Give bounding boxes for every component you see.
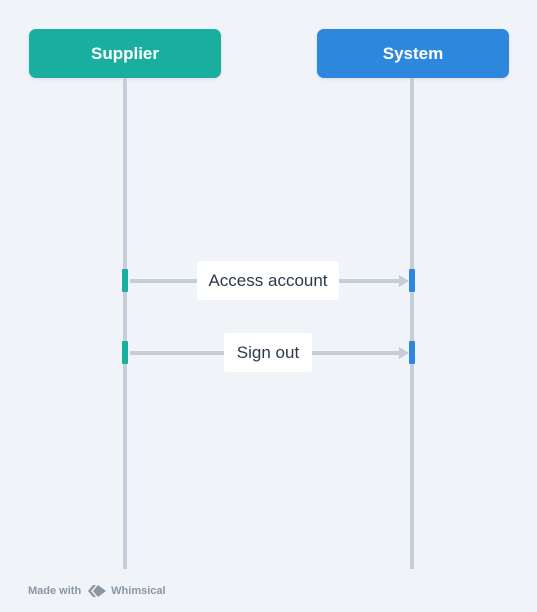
actor-system[interactable]: System xyxy=(317,29,509,78)
actor-supplier-label: Supplier xyxy=(90,43,159,63)
actor-system-label: System xyxy=(382,43,444,63)
actor-supplier[interactable]: Supplier xyxy=(29,29,221,78)
footer-made-with[interactable]: Made with Whimsical xyxy=(28,582,166,599)
message-label-1[interactable]: Access account xyxy=(197,261,339,300)
activation-system-2 xyxy=(409,341,415,364)
message-label-2[interactable]: Sign out xyxy=(224,333,312,372)
message-label-2-text: Sign out xyxy=(236,342,300,362)
footer-brand-text: Whimsical xyxy=(111,584,166,597)
activation-system-1 xyxy=(409,269,415,292)
lifeline-system xyxy=(410,78,414,569)
whimsical-logo-icon xyxy=(87,584,107,598)
activation-supplier-1 xyxy=(122,269,128,292)
lifeline-supplier xyxy=(123,78,127,569)
message-arrowhead-2 xyxy=(399,347,409,359)
message-label-1-text: Access account xyxy=(208,270,328,290)
footer-made-with-text: Made with xyxy=(28,584,82,597)
message-arrowhead-1 xyxy=(399,275,409,287)
activation-supplier-2 xyxy=(122,341,128,364)
